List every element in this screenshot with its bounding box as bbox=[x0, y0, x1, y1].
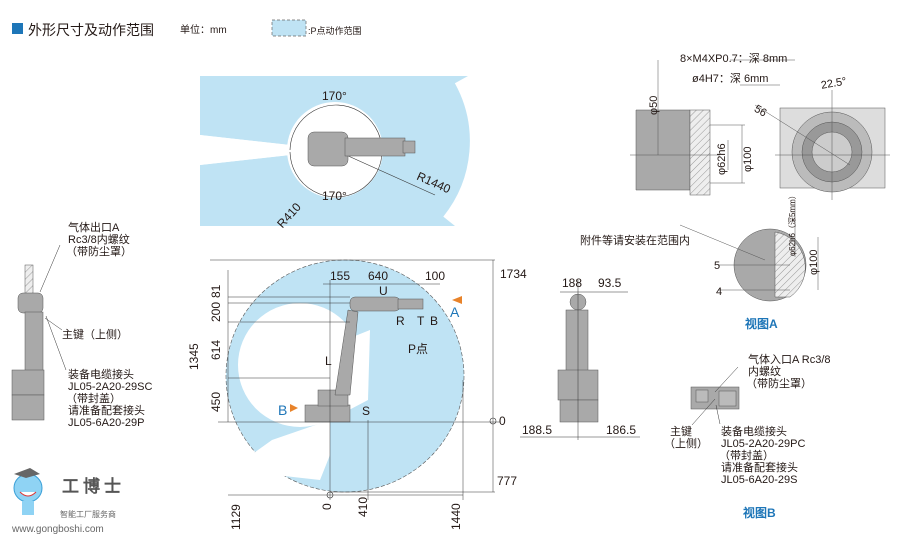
note-line: 主键 bbox=[670, 426, 692, 438]
axis-l: L bbox=[325, 354, 332, 368]
title-square-icon bbox=[12, 23, 23, 34]
angle-top: 170° bbox=[322, 89, 347, 103]
note-line: （带防尘罩） bbox=[66, 246, 132, 258]
view-b-arrow-icon bbox=[290, 404, 298, 412]
dim-777: 777 bbox=[497, 474, 518, 488]
legend-label: :P点动作范围 bbox=[308, 26, 362, 36]
detail-phi-62: φ62h6（深5mm） bbox=[788, 191, 797, 256]
thread-note: 8×M4XP0.7：深 8mm bbox=[680, 53, 788, 65]
logo-url: www.gongboshi.com bbox=[12, 524, 104, 535]
dim-1129: 1129 bbox=[229, 504, 243, 530]
dim-1440: 1440 bbox=[449, 503, 463, 530]
axis-u: U bbox=[379, 284, 388, 298]
note-line: Rc3/8内螺纹 bbox=[68, 234, 130, 246]
unit-label: 单位：mm bbox=[180, 25, 227, 36]
phi-100: φ100 bbox=[742, 146, 754, 173]
dim-origin-y: 0 bbox=[499, 414, 506, 428]
note-line: （带封盖） bbox=[66, 393, 121, 405]
logo-slogan: 智能工厂服务商 bbox=[60, 510, 116, 519]
view-a-detail bbox=[679, 200, 819, 302]
robot-front-view bbox=[557, 293, 599, 423]
dim-200: 200 bbox=[209, 301, 223, 322]
dim-origin-x: 0 bbox=[320, 503, 334, 510]
axis-b: B bbox=[430, 314, 439, 328]
view-a-side bbox=[630, 60, 745, 196]
note-line: （带封盖） bbox=[719, 450, 774, 462]
note-line: 请准备配套接头 bbox=[68, 405, 145, 417]
main-key-note: 主键（上侧） bbox=[62, 329, 128, 341]
view-b-panel bbox=[690, 366, 740, 426]
robot-side-view bbox=[304, 296, 424, 423]
axis-r: R bbox=[396, 314, 405, 328]
dim-155: 155 bbox=[330, 269, 351, 283]
axis-t: T bbox=[417, 314, 425, 328]
note-line: 内螺纹 bbox=[748, 366, 781, 378]
phi-62h6: φ62h6 bbox=[716, 143, 728, 175]
dim-81: 81 bbox=[209, 284, 223, 298]
dim-188-5: 188.5 bbox=[522, 423, 553, 437]
dim-1734: 1734 bbox=[500, 267, 527, 281]
view-a-front bbox=[730, 59, 890, 200]
dim-93-5: 93.5 bbox=[598, 276, 622, 290]
view-a-caption: 视图A bbox=[745, 317, 778, 331]
view-a-marker: A bbox=[450, 304, 460, 320]
view-b-marker: B bbox=[278, 402, 288, 418]
attach-note: 附件等请安装在范围内 bbox=[580, 235, 690, 247]
note-line: 气体出口A bbox=[68, 222, 120, 234]
note-line: JL05-2A20-29PC bbox=[721, 438, 806, 450]
note-line: 请准备配套接头 bbox=[721, 462, 798, 474]
note-line: （上侧） bbox=[664, 438, 708, 450]
logo-name: 工博士 bbox=[62, 477, 125, 496]
note-line: JL05-6A20-29P bbox=[68, 417, 145, 429]
dimension-lines bbox=[210, 259, 500, 500]
view-a-arrow-icon bbox=[452, 296, 462, 304]
logo-mascot-icon bbox=[13, 468, 43, 515]
detail-dim-5: 5 bbox=[714, 260, 721, 272]
dim-100: 100 bbox=[425, 269, 446, 283]
p-point-label: P点 bbox=[408, 342, 429, 356]
dim-640: 640 bbox=[368, 269, 389, 283]
robot-left-view bbox=[11, 264, 45, 421]
detail-dim-4: 4 bbox=[716, 286, 723, 298]
phi-50: φ50 bbox=[648, 95, 660, 115]
note-line: 气体入口A Rc3/8 bbox=[748, 354, 831, 366]
dim-410: 410 bbox=[356, 496, 370, 517]
dim-614: 614 bbox=[209, 339, 223, 360]
angle-bottom: 170° bbox=[322, 189, 347, 203]
note-line: （带防尘罩） bbox=[746, 378, 812, 390]
robot-top-view bbox=[307, 131, 416, 167]
view-b-caption: 视图B bbox=[743, 506, 776, 520]
dim-1345: 1345 bbox=[187, 343, 201, 370]
note-line: 装备电缆接头 bbox=[68, 369, 134, 381]
dim-450: 450 bbox=[209, 391, 223, 412]
axis-s: S bbox=[362, 404, 371, 418]
detail-phi-100: φ100 bbox=[808, 249, 820, 276]
dim-188: 188 bbox=[562, 276, 583, 290]
legend-swatch bbox=[271, 19, 307, 37]
note-line: JL05-2A20-29SC bbox=[68, 381, 153, 393]
note-line: JL05-6A20-29S bbox=[721, 474, 798, 486]
page-title: 外形尺寸及动作范围 bbox=[28, 22, 154, 38]
pin-note: ø4H7：深 6mm bbox=[692, 73, 769, 85]
dim-186-5: 186.5 bbox=[606, 423, 637, 437]
note-line: 装备电缆接头 bbox=[721, 426, 787, 438]
